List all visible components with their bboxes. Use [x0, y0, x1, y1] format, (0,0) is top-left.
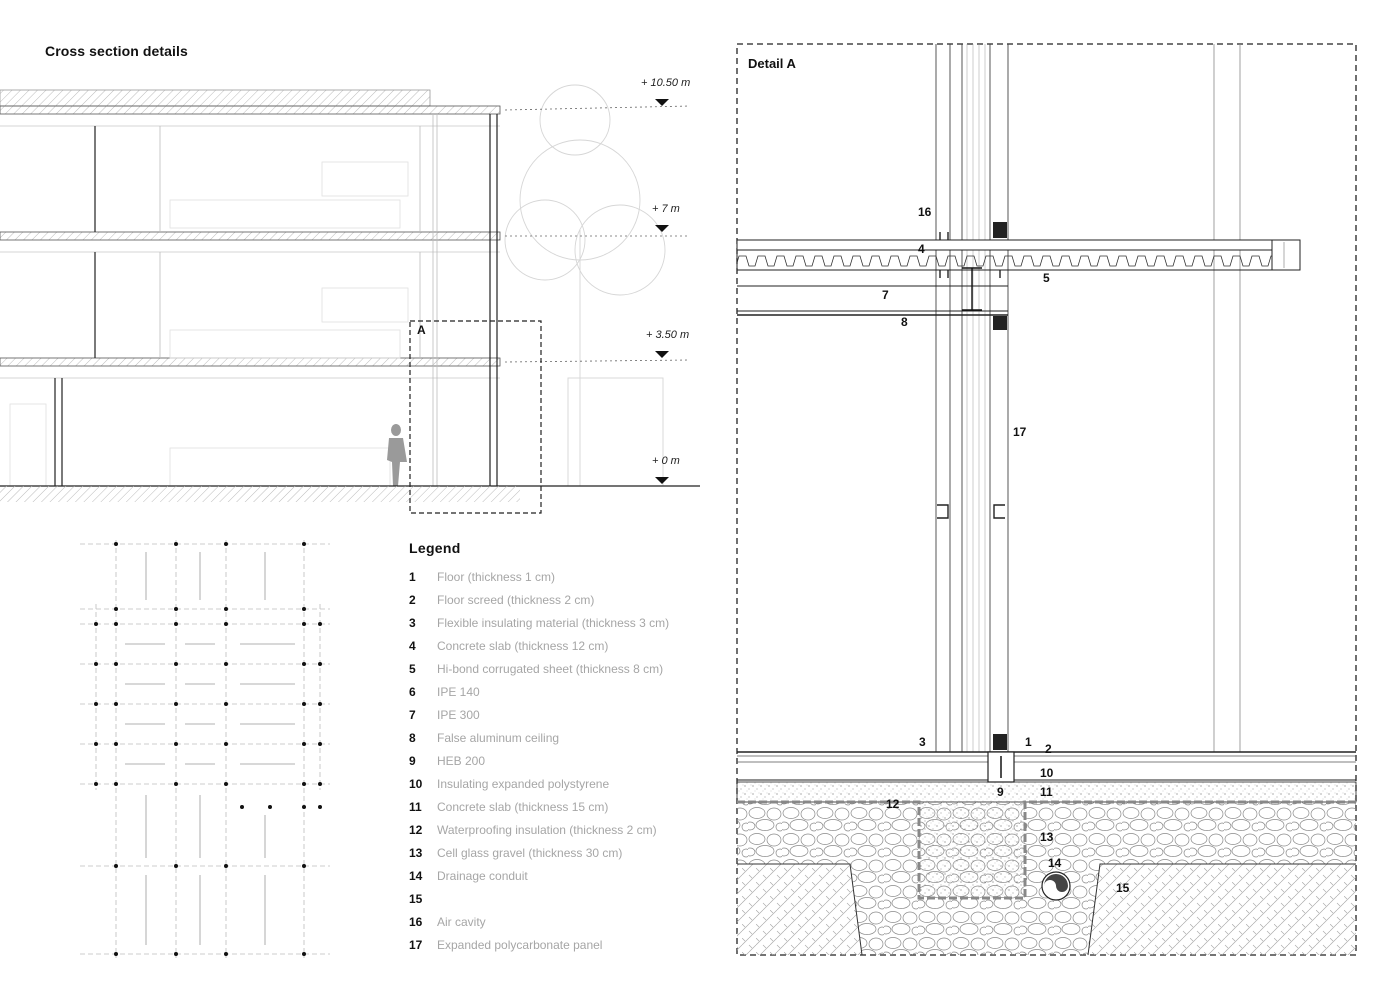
callout-3: 3 [919, 735, 926, 749]
callout-10: 10 [1040, 766, 1054, 780]
legend-number: 5 [409, 662, 416, 676]
callout-1: 1 [1025, 735, 1032, 749]
sheet-title: Cross section details [45, 43, 188, 59]
legend-row: 16 Air cavity [409, 915, 709, 938]
callout-13: 13 [1040, 830, 1054, 844]
callout-8: 8 [901, 315, 908, 329]
legend-number: 12 [409, 823, 423, 837]
legend-label: Concrete slab (thickness 15 cm) [437, 800, 609, 814]
legend-row: 4 Concrete slab (thickness 12 cm) [409, 639, 709, 662]
legend-label: IPE 300 [437, 708, 480, 722]
callout-17: 17 [1013, 425, 1027, 439]
legend-number: 13 [409, 846, 423, 860]
legend-number: 4 [409, 639, 416, 653]
legend-row: 6 IPE 140 [409, 685, 709, 708]
legend: Legend 1 Floor (thickness 1 cm) 2 Floor sc… [409, 540, 709, 961]
legend-row: 2 Floor screed (thickness 2 cm) [409, 593, 709, 616]
detail-a-marker: A [417, 323, 426, 337]
legend-row: 8 False aluminum ceiling [409, 731, 709, 754]
callout-14: 14 [1048, 856, 1062, 870]
callout-11: 11 [1040, 785, 1053, 799]
legend-label: Insulating expanded polystyrene [437, 777, 610, 791]
legend-row: 7 IPE 300 [409, 708, 709, 731]
level-label-roof: + 10.50 m [641, 77, 691, 89]
legend-row: 3 Flexible insulating material (thickness… [409, 616, 709, 639]
legend-label: Flexible insulating material (thickness … [437, 616, 670, 630]
legend-row: 12 Waterproofing insulation (thickness 2 … [409, 823, 709, 846]
structural-plan-drawing [80, 540, 330, 958]
callout-15: 15 [1116, 881, 1130, 895]
legend-number: 17 [409, 938, 423, 952]
legend-label: Cell glass gravel (thickness 30 cm) [437, 846, 623, 860]
legend-row: 14 Drainage conduit [409, 869, 709, 892]
callout-12: 12 [886, 797, 900, 811]
legend-number: 11 [409, 800, 422, 814]
legend-row: 9 HEB 200 [409, 754, 709, 777]
legend-label: IPE 140 [437, 685, 480, 699]
level-label-first: + 3.50 m [646, 329, 690, 341]
legend-row: 10 Insulating expanded polystyrene [409, 777, 709, 800]
legend-label: Hi-bond corrugated sheet (thickness 8 cm… [437, 662, 664, 676]
callout-4: 4 [918, 242, 925, 256]
level-label-second: + 7 m [652, 203, 680, 215]
level-label-ground: + 0 m [652, 455, 680, 467]
legend-number: 15 [409, 892, 423, 906]
callout-2: 2 [1045, 742, 1052, 756]
legend-title: Legend [409, 540, 461, 556]
legend-number: 2 [409, 593, 416, 607]
legend-number: 9 [409, 754, 416, 768]
legend-label: Drainage conduit [437, 869, 528, 883]
callout-16: 16 [918, 205, 932, 219]
legend-label: HEB 200 [437, 754, 486, 768]
legend-number: 8 [409, 731, 416, 745]
legend-row: 11 Concrete slab (thickness 15 cm) [409, 800, 709, 823]
legend-row: 1 Floor (thickness 1 cm) [409, 570, 709, 593]
legend-row: 15 [409, 892, 709, 915]
legend-number: 7 [409, 708, 416, 722]
legend-number: 10 [409, 777, 423, 791]
legend-label: Floor (thickness 1 cm) [437, 570, 556, 584]
legend-label: Floor screed (thickness 2 cm) [437, 593, 595, 607]
callout-9: 9 [997, 785, 1004, 799]
legend-label: Waterproofing insulation (thickness 2 cm… [437, 823, 657, 837]
cross-section-drawing [0, 84, 700, 514]
callout-7: 7 [882, 288, 889, 302]
legend-number: 16 [409, 915, 423, 929]
legend-row: 13 Cell glass gravel (thickness 30 cm) [409, 846, 709, 869]
legend-number: 14 [409, 869, 423, 883]
legend-label: False aluminum ceiling [437, 731, 560, 745]
detail-title: Detail A [748, 56, 796, 71]
legend-row: 17 Expanded polycarbonate panel [409, 938, 709, 961]
legend-number: 6 [409, 685, 416, 699]
legend-number: 3 [409, 616, 416, 630]
legend-row: 5 Hi-bond corrugated sheet (thickness 8 c… [409, 662, 709, 685]
legend-label: Concrete slab (thickness 12 cm) [437, 639, 609, 653]
legend-label: Air cavity [437, 915, 486, 929]
legend-label: Expanded polycarbonate panel [437, 938, 603, 952]
legend-number: 1 [409, 570, 416, 584]
callout-5: 5 [1043, 271, 1050, 285]
